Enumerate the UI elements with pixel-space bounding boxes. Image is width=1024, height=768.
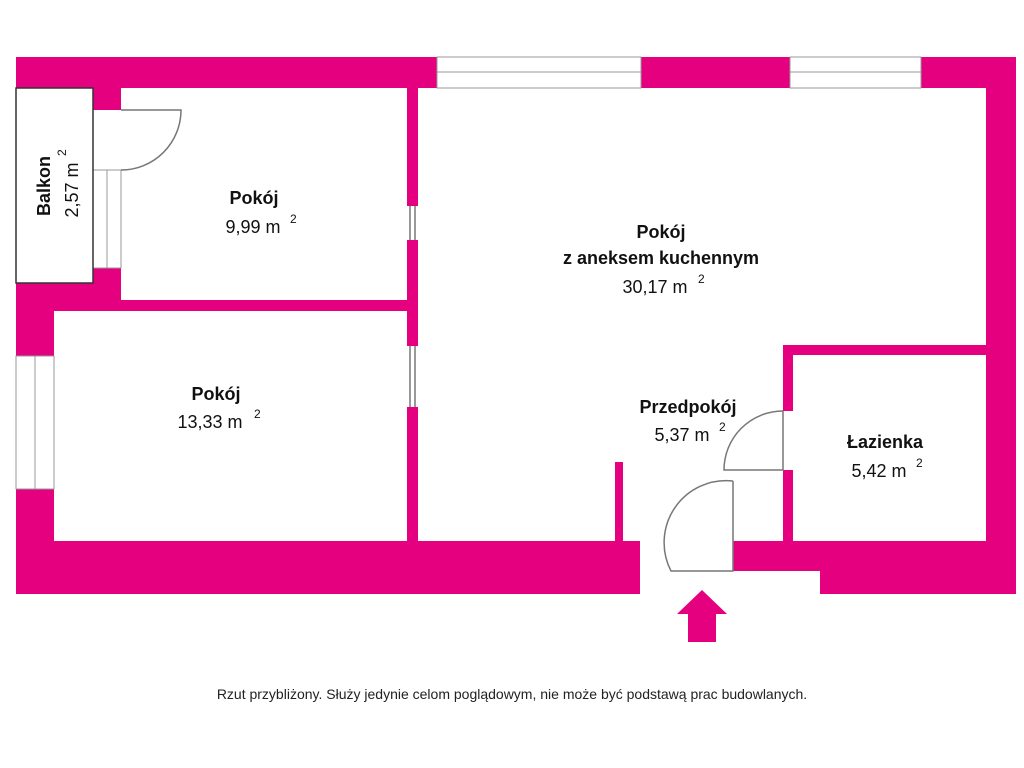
bathroom-wall-top xyxy=(783,345,986,355)
balcony-outline xyxy=(15,87,94,284)
room-label-balkon: Balkon 2,57 m 2 xyxy=(34,149,82,218)
room-area-pokoj-kuchnia: 30,17 m xyxy=(622,277,687,297)
bathroom-wall-left-top xyxy=(783,345,793,411)
room-name-lazienka: Łazienka xyxy=(847,432,924,452)
interior-wall-vertical-low xyxy=(407,407,418,541)
hall-stub-wall xyxy=(615,462,623,541)
room-name-pokoj-2: Pokój xyxy=(191,384,240,404)
room-area: 2,57 m xyxy=(62,162,82,217)
interior-wall-horizontal xyxy=(54,300,410,311)
interior-wall-vertical-top xyxy=(407,88,418,206)
room-area-przedpokoj: 5,37 m xyxy=(654,425,709,445)
room-area-pokoj-1: 9,99 m xyxy=(225,217,280,237)
room-area-pokoj-2: 13,33 m xyxy=(177,412,242,432)
unit-superscript: 2 xyxy=(290,212,297,226)
unit-superscript: 2 xyxy=(719,420,726,434)
bottom-wall-right xyxy=(733,541,1016,571)
room-name-pokoj-kuchnia: Pokój xyxy=(636,222,685,242)
walls xyxy=(16,57,1016,594)
room-area-lazienka: 5,42 m xyxy=(851,461,906,481)
bottom-wall-right-lower xyxy=(820,571,1016,594)
room-name-line2-pokoj-kuchnia: z aneksem kuchennym xyxy=(563,248,759,268)
interior-wall-vertical-mid xyxy=(407,240,418,346)
door-balcony-room xyxy=(120,109,182,171)
unit-superscript: 2 xyxy=(916,456,923,470)
windows xyxy=(15,56,922,490)
unit-superscript: 2 xyxy=(254,407,261,421)
balcony-wall-top xyxy=(93,57,121,110)
disclaimer-text: Rzut przybliżony. Służy jedynie celom po… xyxy=(216,686,808,702)
room-name: Balkon xyxy=(34,156,54,216)
room-name-przedpokoj: Przedpokój xyxy=(639,397,736,417)
arrow-up-icon xyxy=(677,590,727,642)
room-name-pokoj-1: Pokój xyxy=(229,188,278,208)
bottom-wall xyxy=(16,541,640,594)
unit-superscript: 2 xyxy=(55,149,69,156)
door-bathroom xyxy=(723,410,784,471)
door-entrance xyxy=(663,479,734,572)
right-wall xyxy=(986,57,1016,594)
doors xyxy=(120,109,784,572)
bathroom-wall-left-bottom xyxy=(783,470,793,541)
unit-superscript: 2 xyxy=(698,272,705,286)
